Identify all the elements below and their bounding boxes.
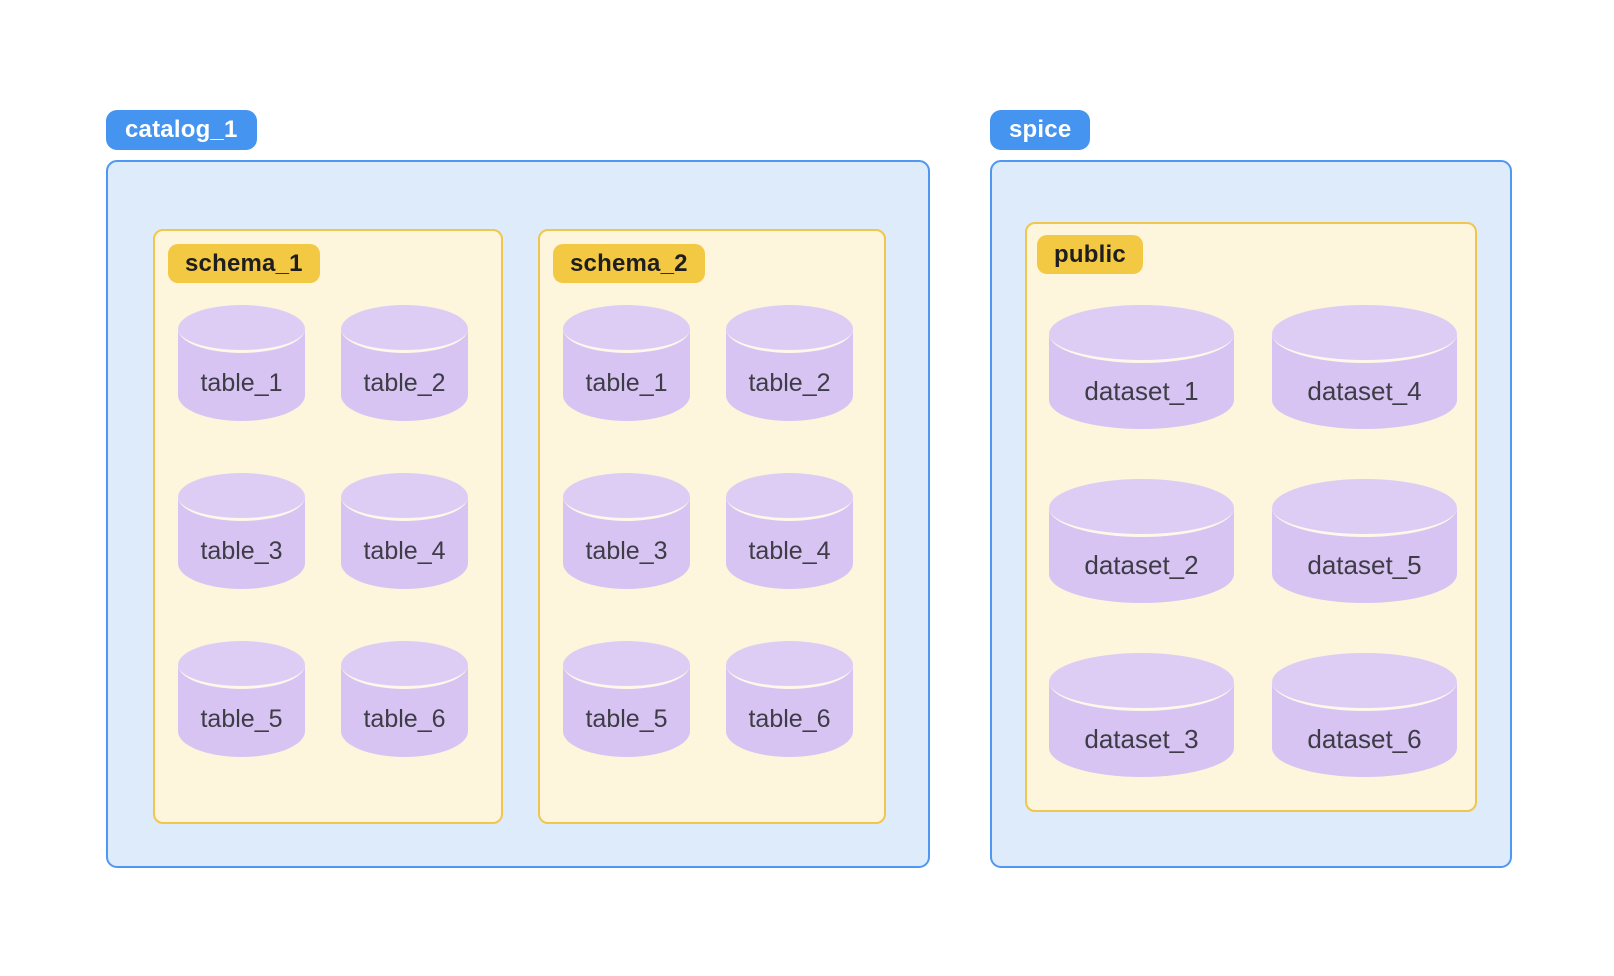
cylinder-top-icon: [1049, 305, 1234, 363]
table-cylinder: table_2: [726, 305, 853, 421]
cylinder-top-icon: [563, 473, 690, 521]
table-label: table_3: [585, 536, 668, 565]
public-dataset-grid: dataset_1 dataset_4 dataset_2 dataset_5: [1049, 305, 1457, 777]
cylinder-top-icon: [178, 641, 305, 689]
table-cylinder: table_2: [341, 305, 468, 421]
table-cylinder: table_3: [178, 473, 305, 589]
dataset-cylinder: dataset_4: [1272, 305, 1457, 429]
table-label: table_3: [200, 536, 283, 565]
dataset-label: dataset_4: [1307, 375, 1422, 406]
table-cylinder: table_5: [178, 641, 305, 757]
table-cylinder: table_3: [563, 473, 690, 589]
table-label: table_4: [748, 536, 831, 565]
spice-container: public dataset_1 dataset_4 dataset_2: [990, 160, 1512, 868]
table-cylinder: table_5: [563, 641, 690, 757]
cylinder-top-icon: [1049, 653, 1234, 711]
schema-1-badge: schema_1: [168, 244, 320, 283]
table-label: table_6: [748, 704, 831, 733]
schema-1-box: schema_1 table_1 table_2 table_3: [153, 229, 503, 824]
cylinder-top-icon: [341, 305, 468, 353]
schema-2-box: schema_2 table_1 table_2 table_3: [538, 229, 886, 824]
table-label: table_5: [585, 704, 668, 733]
schema-2-badge: schema_2: [553, 244, 705, 283]
table-cylinder: table_6: [341, 641, 468, 757]
catalog-container: schema_1 table_1 table_2 table_3: [106, 160, 930, 868]
cylinder-top-icon: [178, 305, 305, 353]
dataset-cylinder: dataset_2: [1049, 479, 1234, 603]
cylinder-top-icon: [726, 473, 853, 521]
dataset-cylinder: dataset_5: [1272, 479, 1457, 603]
table-cylinder: table_1: [563, 305, 690, 421]
cylinder-top-icon: [1272, 653, 1457, 711]
table-label: table_4: [363, 536, 446, 565]
table-label: table_1: [200, 368, 283, 397]
cylinder-top-icon: [563, 305, 690, 353]
cylinder-top-icon: [341, 473, 468, 521]
dataset-cylinder: dataset_3: [1049, 653, 1234, 777]
dataset-label: dataset_2: [1084, 549, 1199, 580]
cylinder-top-icon: [563, 641, 690, 689]
dataset-label: dataset_5: [1307, 549, 1422, 580]
cylinder-top-icon: [726, 641, 853, 689]
table-label: table_2: [363, 368, 446, 397]
cylinder-top-icon: [1272, 479, 1457, 537]
dataset-cylinder: dataset_6: [1272, 653, 1457, 777]
table-label: table_2: [748, 368, 831, 397]
table-label: table_5: [200, 704, 283, 733]
cylinder-top-icon: [1049, 479, 1234, 537]
dataset-label: dataset_6: [1307, 723, 1422, 754]
table-label: table_1: [585, 368, 668, 397]
cylinder-top-icon: [1272, 305, 1457, 363]
table-cylinder: table_4: [341, 473, 468, 589]
dataset-label: dataset_3: [1084, 723, 1199, 754]
public-schema-box: public dataset_1 dataset_4 dataset_2: [1025, 222, 1477, 812]
table-cylinder: table_1: [178, 305, 305, 421]
table-cylinder: table_6: [726, 641, 853, 757]
schema-2-table-grid: table_1 table_2 table_3 table_4: [563, 305, 853, 757]
dataset-cylinder: dataset_1: [1049, 305, 1234, 429]
table-cylinder: table_4: [726, 473, 853, 589]
cylinder-top-icon: [341, 641, 468, 689]
dataset-label: dataset_1: [1084, 375, 1199, 406]
cylinder-top-icon: [178, 473, 305, 521]
spice-badge: spice: [990, 110, 1091, 150]
catalog-badge: catalog_1: [106, 110, 257, 150]
table-label: table_6: [363, 704, 446, 733]
schema-1-table-grid: table_1 table_2 table_3 table_4: [178, 305, 468, 757]
public-badge: public: [1037, 235, 1143, 274]
cylinder-top-icon: [726, 305, 853, 353]
